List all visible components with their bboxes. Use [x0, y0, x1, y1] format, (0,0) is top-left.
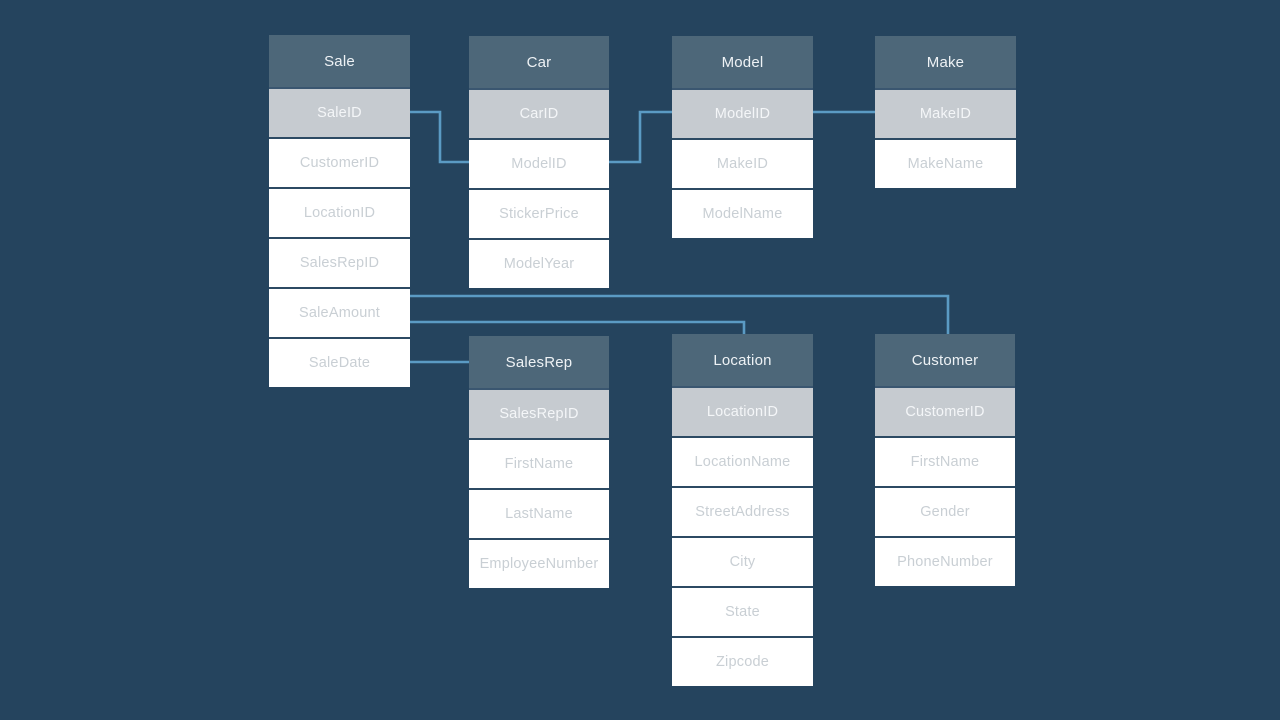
connector-sale-location [410, 320, 746, 334]
connector-sale-customer [410, 294, 950, 336]
attribute-salesrep-employeenumber[interactable]: EmployeeNumber [469, 538, 609, 588]
attribute-location-locationname[interactable]: LocationName [672, 436, 813, 486]
entity-salesrep[interactable]: SalesRep SalesRepID FirstName LastName E… [469, 336, 609, 588]
attribute-make-makeid[interactable]: MakeID [875, 88, 1016, 138]
attribute-customer-firstname[interactable]: FirstName [875, 436, 1015, 486]
entity-title-location: Location [672, 334, 813, 386]
attribute-make-makename[interactable]: MakeName [875, 138, 1016, 188]
attribute-location-locationid[interactable]: LocationID [672, 386, 813, 436]
attribute-sale-saledate[interactable]: SaleDate [269, 337, 410, 387]
entity-title-sale: Sale [269, 35, 410, 87]
entity-title-make: Make [875, 36, 1016, 88]
attribute-model-makeid[interactable]: MakeID [672, 138, 813, 188]
attribute-location-zipcode[interactable]: Zipcode [672, 636, 813, 686]
attribute-salesrep-salesrepid[interactable]: SalesRepID [469, 388, 609, 438]
entity-model[interactable]: Model ModelID MakeID ModelName [672, 36, 813, 238]
attribute-car-modelid[interactable]: ModelID [469, 138, 609, 188]
attribute-car-carid[interactable]: CarID [469, 88, 609, 138]
attribute-customer-gender[interactable]: Gender [875, 486, 1015, 536]
attribute-location-city[interactable]: City [672, 536, 813, 586]
entity-customer[interactable]: Customer CustomerID FirstName Gender Pho… [875, 334, 1015, 586]
entity-title-model: Model [672, 36, 813, 88]
attribute-sale-salesrepid[interactable]: SalesRepID [269, 237, 410, 287]
attribute-salesrep-lastname[interactable]: LastName [469, 488, 609, 538]
entity-car[interactable]: Car CarID ModelID StickerPrice ModelYear [469, 36, 609, 288]
entity-title-salesrep: SalesRep [469, 336, 609, 388]
attribute-location-streetaddress[interactable]: StreetAddress [672, 486, 813, 536]
attribute-model-modelid[interactable]: ModelID [672, 88, 813, 138]
entity-location[interactable]: Location LocationID LocationName StreetA… [672, 334, 813, 686]
attribute-sale-locationid[interactable]: LocationID [269, 187, 410, 237]
attribute-model-modelname[interactable]: ModelName [672, 188, 813, 238]
attribute-location-state[interactable]: State [672, 586, 813, 636]
entity-make[interactable]: Make MakeID MakeName [875, 36, 1016, 188]
attribute-customer-phonenumber[interactable]: PhoneNumber [875, 536, 1015, 586]
attribute-salesrep-firstname[interactable]: FirstName [469, 438, 609, 488]
attribute-sale-saleid[interactable]: SaleID [269, 87, 410, 137]
connector-sale-car [403, 110, 470, 164]
entity-title-customer: Customer [875, 334, 1015, 386]
connector-car-model [608, 110, 673, 164]
attribute-car-modelyear[interactable]: ModelYear [469, 238, 609, 288]
attribute-sale-customerid[interactable]: CustomerID [269, 137, 410, 187]
attribute-car-stickerprice[interactable]: StickerPrice [469, 188, 609, 238]
attribute-sale-saleamount[interactable]: SaleAmount [269, 287, 410, 337]
attribute-customer-customerid[interactable]: CustomerID [875, 386, 1015, 436]
entity-sale[interactable]: Sale SaleID CustomerID LocationID SalesR… [269, 35, 410, 387]
entity-title-car: Car [469, 36, 609, 88]
